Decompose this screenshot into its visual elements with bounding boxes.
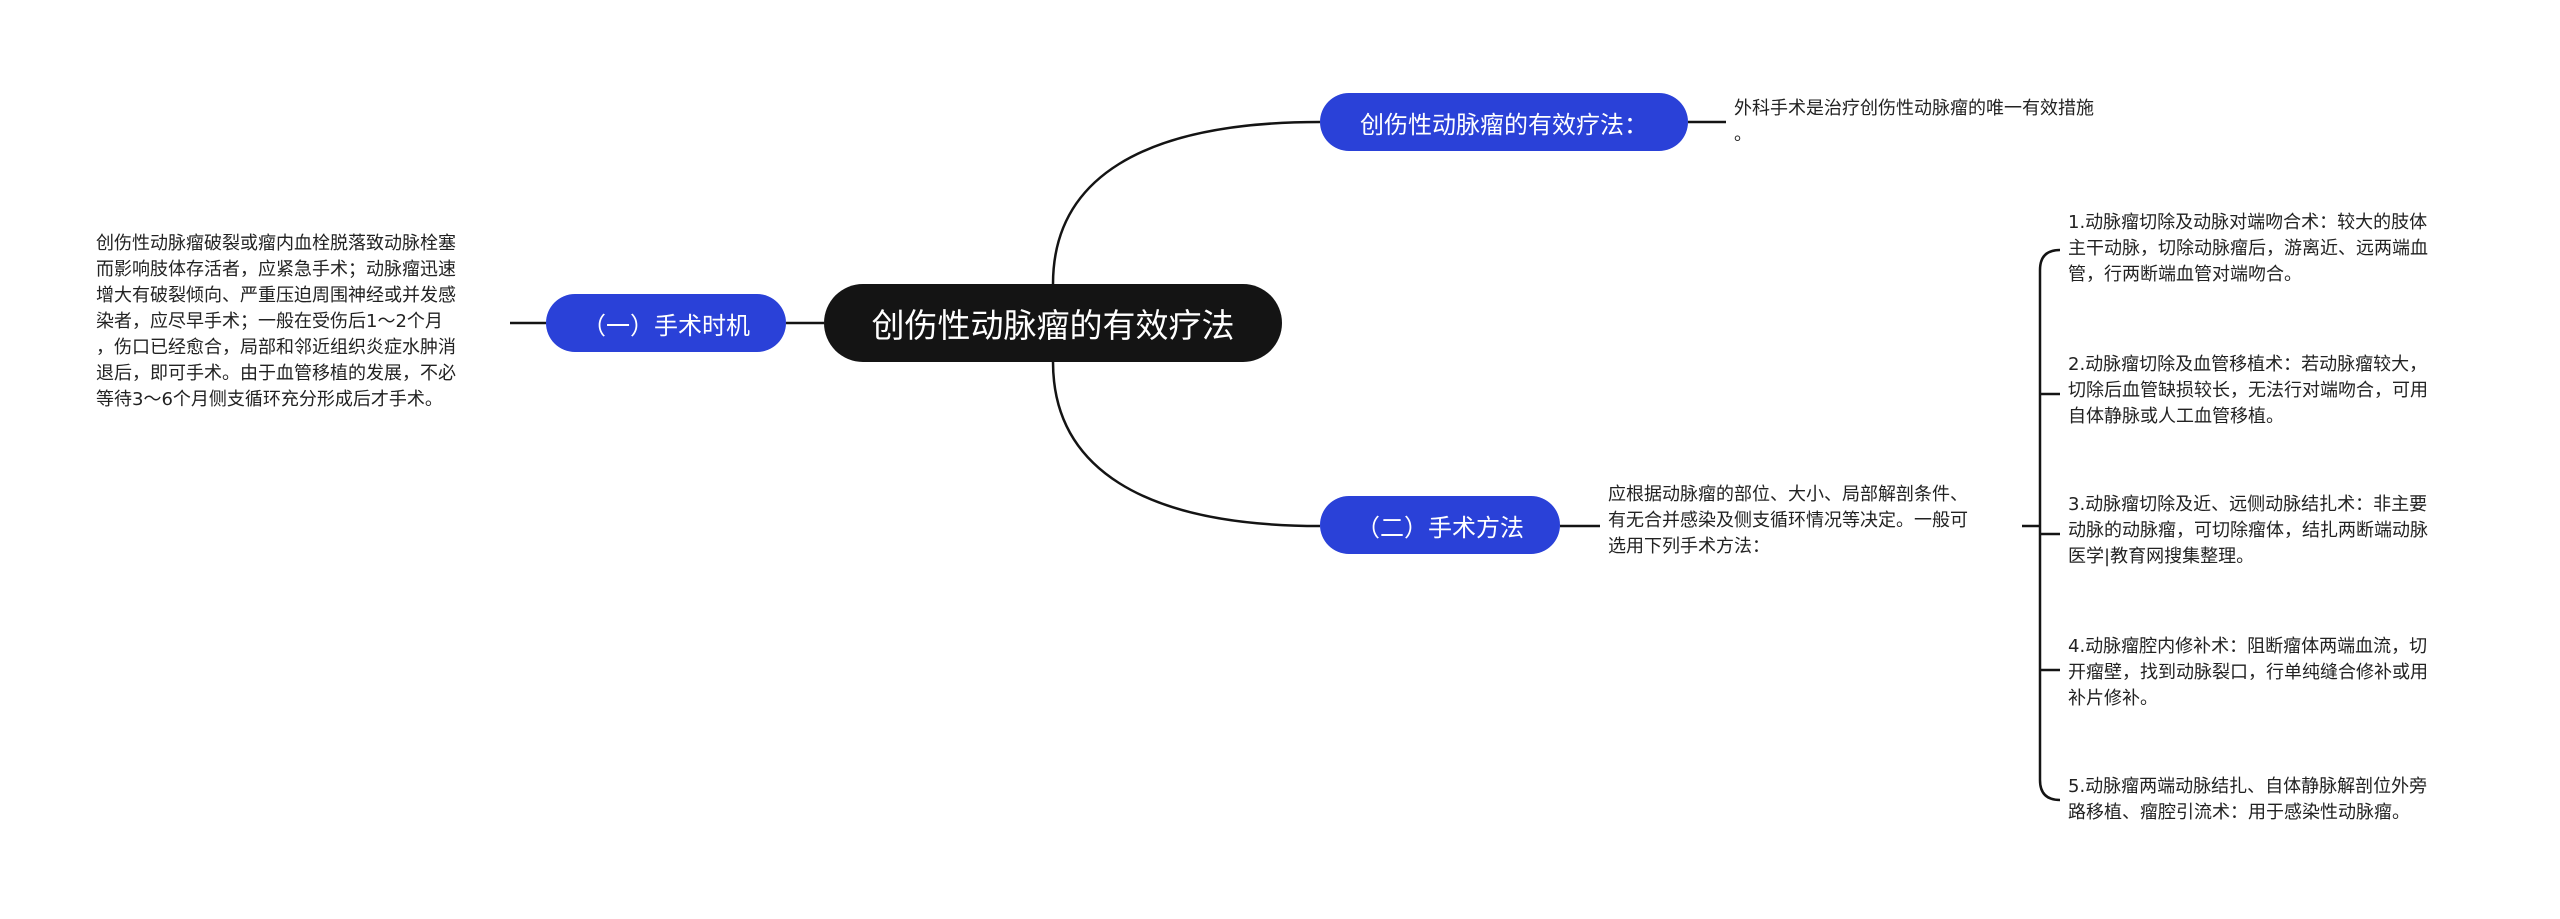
method-item-3: 3.动脉瘤切除及近、远侧动脉结扎术：非主要 动脉的动脉瘤，可切除瘤体，结扎两断端… — [2068, 494, 2428, 567]
branch-effective-treatment[interactable]: 创伤性动脉瘤的有效疗法： — [1320, 93, 1688, 151]
effective-detail-text: 外科手术是治疗创伤性动脉瘤的唯一有效措施 。 — [1734, 98, 2094, 145]
branch-surgery-method[interactable]: （二）手术方法 — [1320, 496, 1560, 554]
method-item-1: 1.动脉瘤切除及动脉对端吻合术：较大的肢体 主干动脉，切除动脉瘤后，游离近、远两… — [2068, 212, 2428, 285]
timing-detail-text: 创伤性动脉瘤破裂或瘤内血栓脱落致动脉栓塞 而影响肢体存活者，应紧急手术；动脉瘤迅… — [96, 233, 456, 410]
branch-surgery-timing-label: （一）手术时机 — [582, 311, 750, 340]
method-item-5: 5.动脉瘤两端动脉结扎、自体静脉解剖位外旁 路移植、瘤腔引流术：用于感染性动脉瘤… — [2068, 776, 2428, 823]
root-node[interactable]: 创伤性动脉瘤的有效疗法 — [824, 284, 1282, 362]
branch-effective-treatment-label: 创伤性动脉瘤的有效疗法： — [1360, 110, 1648, 139]
method-item-2: 2.动脉瘤切除及血管移植术：若动脉瘤较大， 切除后血管缺损较长，无法行对端吻合，… — [2068, 354, 2428, 427]
method-intro-text: 应根据动脉瘤的部位、大小、局部解剖条件、 有无合并感染及侧支循环情况等决定。一般… — [1608, 484, 1968, 557]
branch-surgery-timing[interactable]: （一）手术时机 — [546, 294, 786, 352]
branch-surgery-method-label: （二）手术方法 — [1356, 513, 1524, 542]
connector-root-effective — [1051, 120, 1321, 285]
bracket-curve — [2038, 248, 2061, 802]
connector-root-method — [1051, 361, 1321, 528]
root-label: 创伤性动脉瘤的有效疗法 — [871, 306, 1235, 345]
method-item-4: 4.动脉瘤腔内修补术：阻断瘤体两端血流，切 开瘤壁，找到动脉裂口，行单纯缝合修补… — [2068, 636, 2428, 709]
